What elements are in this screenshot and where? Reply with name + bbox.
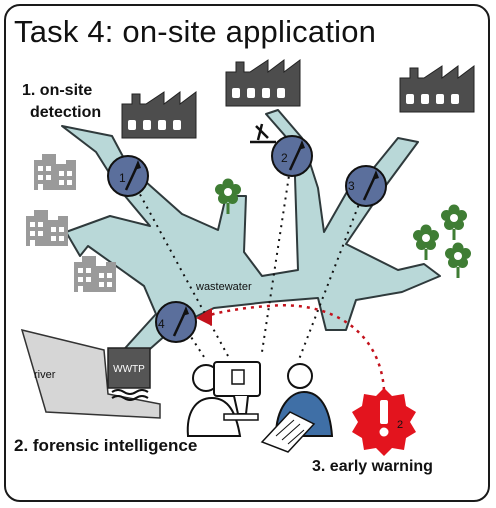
valve-icon — [250, 123, 276, 144]
flower-icon — [443, 241, 473, 280]
flower-icon — [411, 223, 441, 262]
document-icon — [260, 411, 316, 453]
sensor-4-number: 4 — [158, 317, 165, 331]
factory-icon — [399, 65, 475, 113]
diagram-title: Task 4: on-site application — [14, 14, 377, 49]
river — [20, 328, 161, 419]
wwtp-label: WWTP — [113, 364, 145, 375]
factory-icon — [121, 91, 197, 139]
forensic-intelligence-label: 2. forensic intelligence — [14, 436, 198, 455]
warning-icon — [352, 388, 416, 456]
wwtp-icon — [107, 347, 151, 401]
early-warning-arrow — [196, 304, 386, 391]
onsite-detection-label-line2: detection — [30, 104, 102, 121]
building-icon — [26, 210, 68, 246]
wastewater-label: wastewater — [195, 281, 252, 293]
sensor-3 — [345, 165, 387, 207]
sensor-1-number: 1 — [119, 171, 126, 185]
sensor-3-number: 3 — [348, 179, 355, 193]
sensor-4 — [155, 301, 197, 343]
early-warning-label: 3. early warning — [312, 458, 433, 475]
warning-number: 2 — [397, 419, 403, 431]
pipe-network — [61, 109, 441, 357]
sensor-2-number: 2 — [281, 151, 288, 165]
analyst-person-icon — [186, 364, 242, 437]
river-label: river — [34, 369, 56, 381]
computer-icon — [213, 361, 261, 421]
sensor-2 — [271, 135, 313, 177]
factory-icon — [225, 59, 301, 107]
onsite-detection-label-line1: 1. on-site — [22, 82, 93, 99]
flower-icon — [439, 203, 469, 242]
sensor-1 — [107, 155, 149, 197]
building-icon — [34, 154, 76, 190]
